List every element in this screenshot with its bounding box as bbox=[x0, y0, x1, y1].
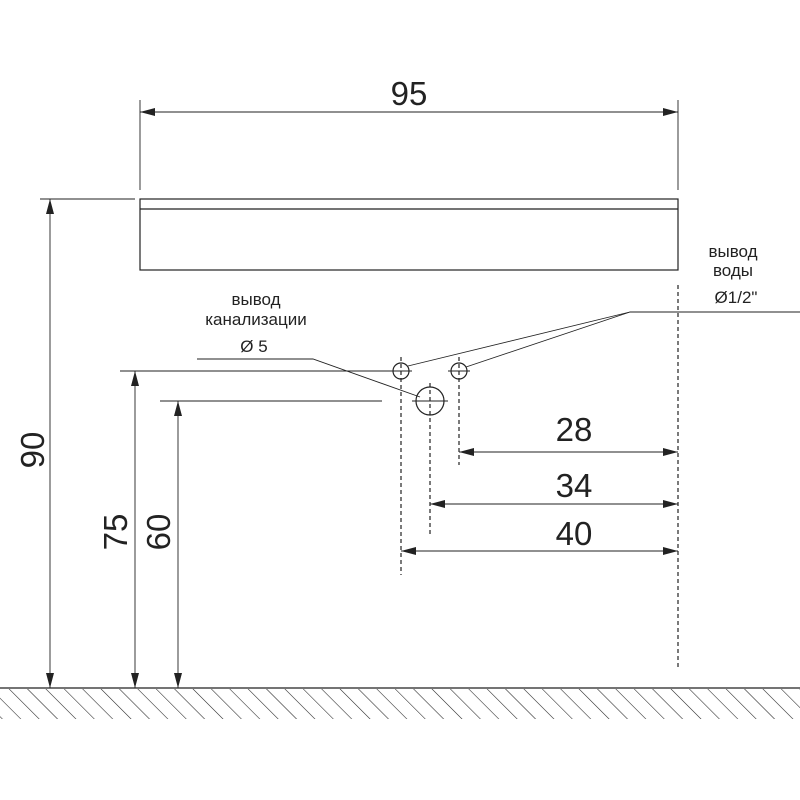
drain-outlet bbox=[412, 383, 448, 535]
offset-28-label: 28 bbox=[556, 411, 593, 448]
height-75-label: 75 bbox=[97, 514, 134, 551]
water-label-line2: воды bbox=[713, 261, 753, 280]
offset-40-label: 40 bbox=[556, 515, 593, 552]
drain-diameter-label: Ø 5 bbox=[240, 337, 267, 356]
water-outlet-left bbox=[390, 357, 412, 575]
height-total-label: 90 bbox=[14, 432, 51, 469]
width-dimension: 95 bbox=[139, 75, 679, 190]
height-60-dimension: 60 bbox=[140, 400, 382, 688]
floor bbox=[0, 687, 800, 719]
height-total-dimension: 90 bbox=[14, 198, 135, 688]
offset-40-dimension: 40 bbox=[401, 515, 678, 555]
water-label-line1: вывод bbox=[708, 242, 757, 261]
height-75-dimension: 75 bbox=[97, 370, 395, 688]
offset-34-label: 34 bbox=[556, 467, 593, 504]
offset-28-dimension: 28 bbox=[459, 411, 678, 456]
water-outlet-right bbox=[448, 357, 470, 465]
water-diameter-label: Ø1/2" bbox=[715, 288, 758, 307]
drain-label-line2: канализации bbox=[205, 310, 307, 329]
drain-leader bbox=[197, 358, 421, 398]
offset-34-dimension: 34 bbox=[430, 467, 678, 508]
width-dimension-label: 95 bbox=[391, 75, 428, 112]
drain-label-line1: вывод bbox=[231, 290, 280, 309]
height-60-label: 60 bbox=[140, 514, 177, 551]
cabinet-shape bbox=[139, 198, 679, 271]
water-leader bbox=[407, 311, 800, 368]
